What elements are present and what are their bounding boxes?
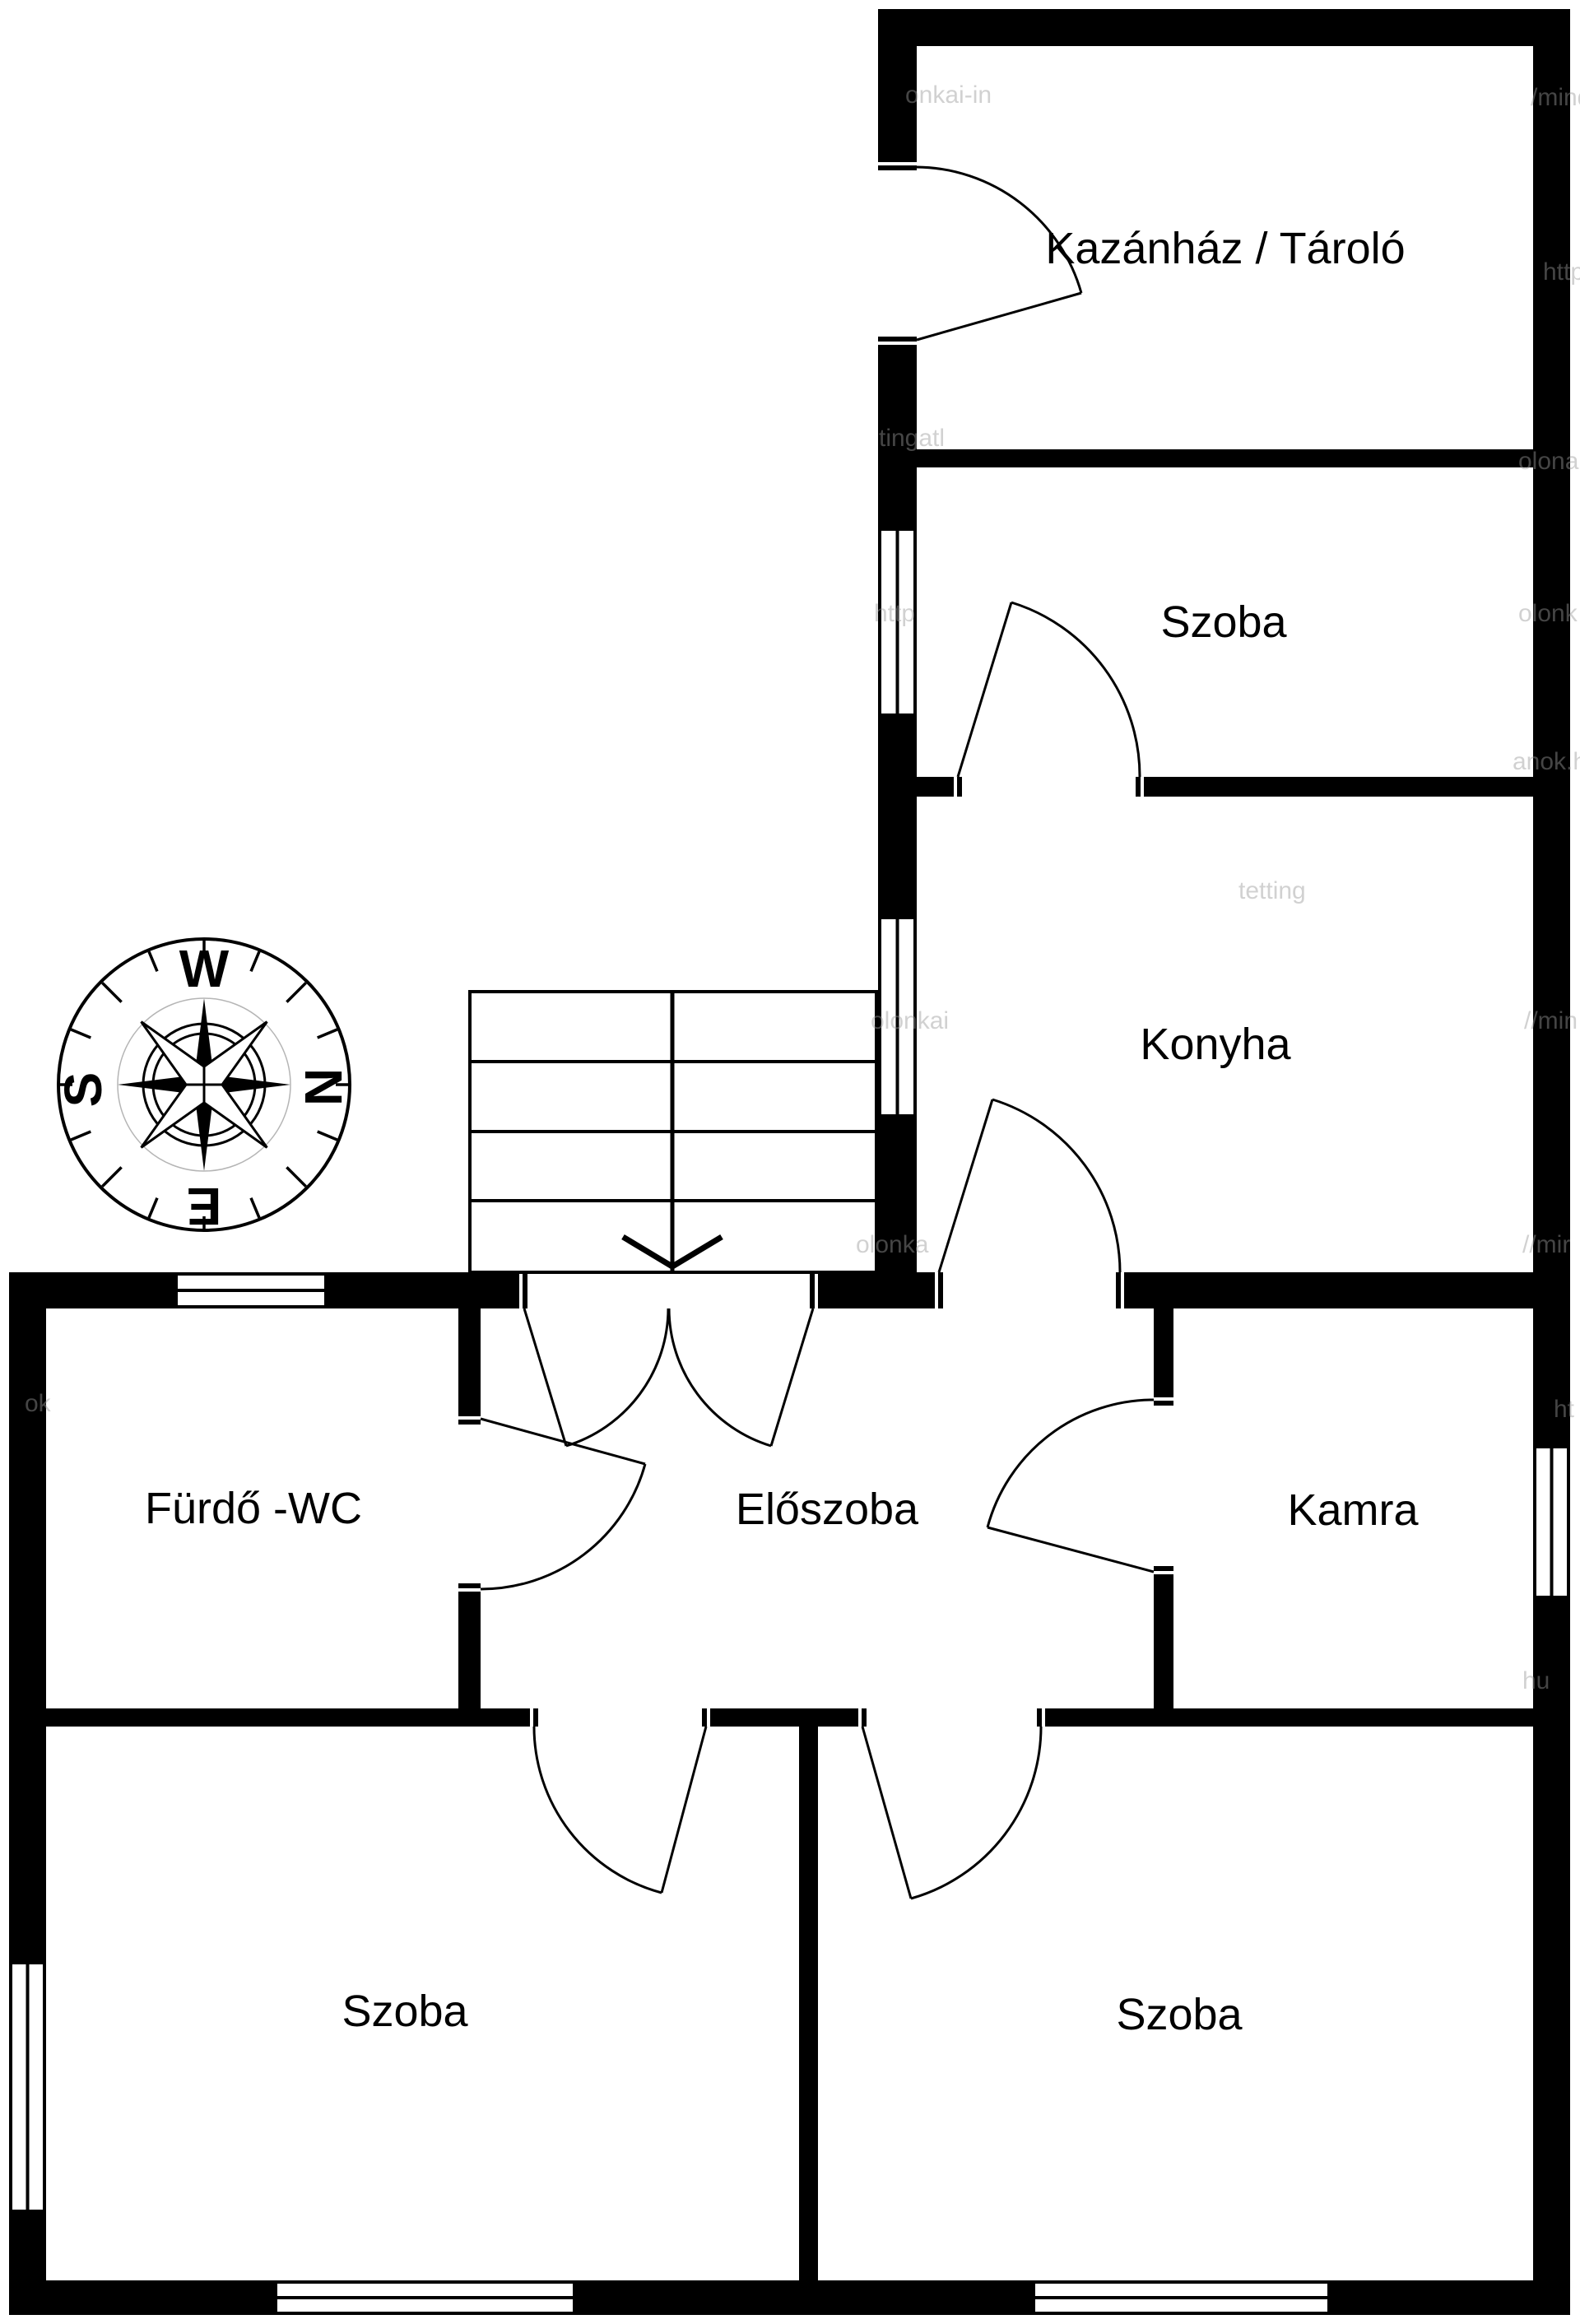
svg-text:E: E — [187, 1177, 222, 1236]
svg-text:Konyha: Konyha — [1140, 1020, 1291, 1069]
svg-text:W: W — [179, 939, 230, 998]
svg-text:olona: olona — [1518, 448, 1579, 475]
svg-text:Szoba: Szoba — [1116, 1990, 1243, 2039]
svg-text:/mind: /mind — [1531, 84, 1580, 111]
svg-text:Kamra: Kamra — [1287, 1485, 1419, 1535]
svg-text:http: http — [1543, 258, 1580, 286]
svg-text:olonkai: olonkai — [871, 1007, 949, 1034]
svg-text:Kazánház / Tároló: Kazánház / Tároló — [1045, 224, 1405, 273]
svg-text:ok: ok — [25, 1390, 52, 1417]
svg-text:onkai-in: onkai-in — [905, 81, 992, 109]
svg-text:S: S — [53, 1072, 113, 1108]
svg-text:tingatl: tingatl — [879, 425, 945, 452]
svg-text:http: http — [874, 600, 915, 627]
svg-text:olonk: olonk — [1518, 600, 1578, 627]
svg-text:anok.h: anok.h — [1513, 748, 1580, 775]
svg-text://min: //min — [1524, 1007, 1578, 1034]
svg-text://mir: //mir — [1522, 1231, 1570, 1258]
svg-text:ht: ht — [1554, 1396, 1575, 1423]
svg-text:olonka: olonka — [856, 1231, 929, 1258]
svg-text:hu: hu — [1522, 1667, 1550, 1694]
svg-text:Fürdő -WC: Fürdő -WC — [145, 1484, 362, 1533]
svg-text:tetting: tetting — [1238, 877, 1306, 904]
svg-text:N: N — [294, 1068, 353, 1106]
svg-text:Szoba: Szoba — [1160, 597, 1287, 647]
svg-text:Szoba: Szoba — [342, 1987, 468, 2036]
svg-text:Előszoba: Előszoba — [736, 1485, 919, 1534]
